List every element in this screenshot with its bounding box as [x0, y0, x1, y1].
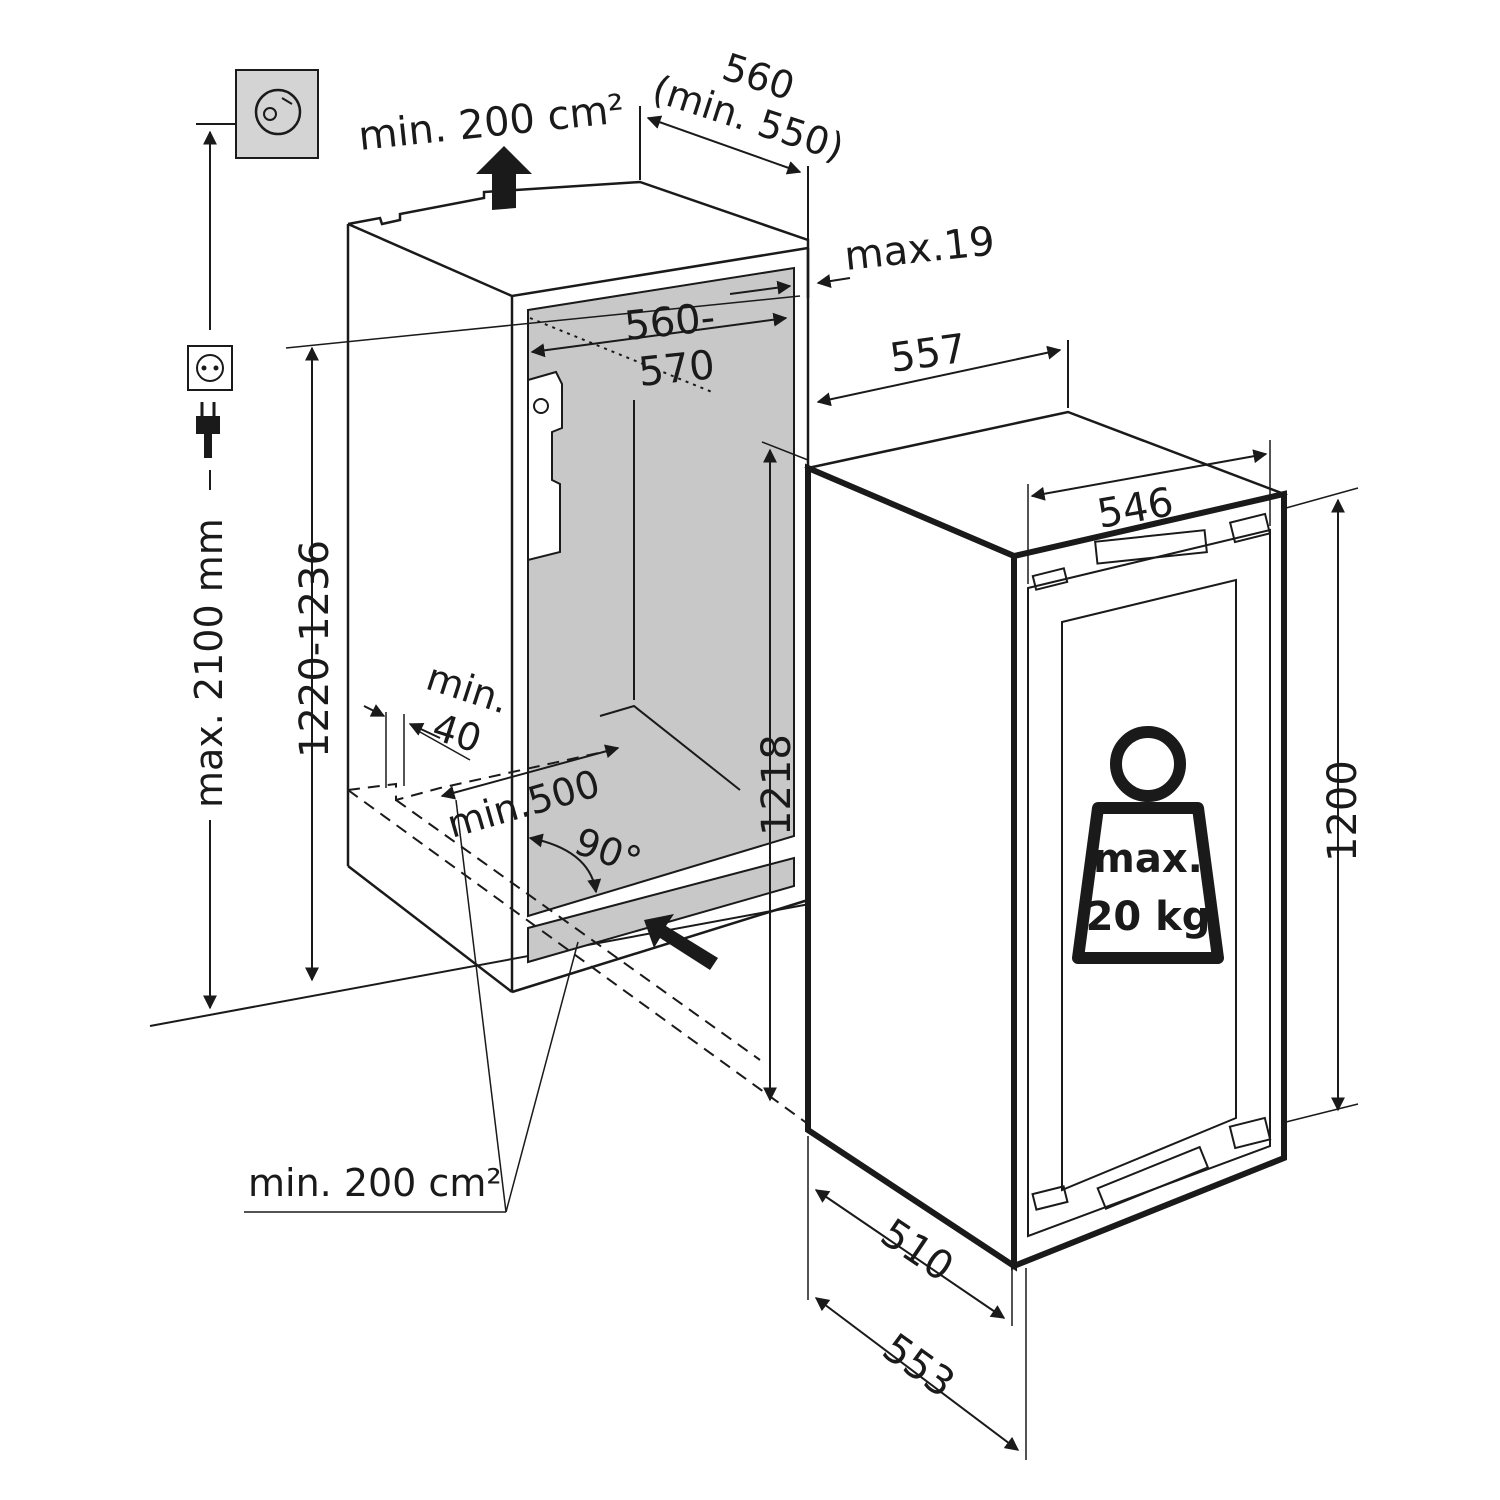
floor-line: [149, 902, 816, 1027]
niche-depth-dimension: 560 (min. 550): [639, 45, 849, 240]
appliance-depth-dimension: 557: [816, 326, 1069, 408]
wall-socket-icon: [235, 69, 319, 159]
power-socket-icon: [187, 345, 233, 391]
power-plug-icon: [196, 402, 220, 458]
min-40-dimension: min. 40: [363, 655, 514, 788]
depth-553-label: 553: [874, 1325, 963, 1407]
niche-width-label-a: 560-: [622, 295, 717, 350]
airflow-up-arrow-icon: [476, 146, 532, 210]
height-1218-label: 1218: [754, 734, 800, 836]
airflow-in-arrow-icon: [644, 914, 718, 970]
vent-top-label: min. 200 cm²: [356, 86, 626, 160]
weight-label-a: max.: [1093, 836, 1203, 882]
niche-height-dimension: 1220-1236: [292, 346, 338, 982]
max-gap-label: max.19: [842, 218, 997, 280]
niche-width-label-b: 570: [636, 342, 717, 396]
niche-height-label: 1220-1236: [292, 540, 338, 758]
appliance-depth-label: 557: [887, 326, 969, 382]
hinge-bracket: [527, 370, 563, 562]
weight-icon: max. 20 kg: [1072, 726, 1224, 964]
bottom-vent-slot: [527, 856, 795, 964]
height-1218-dimension: 1218: [754, 441, 809, 1102]
niche-width-dimension: 560- 570: [285, 295, 801, 396]
depth-553-dimension: 553: [814, 1268, 1027, 1460]
vent-bottom-leaders: [244, 799, 579, 1213]
appliance-body: [803, 410, 1289, 1272]
max-gap-dimension: max.19: [729, 218, 997, 300]
height-1200-dimension: 1200: [1285, 487, 1366, 1123]
max-height-dimension: max. 2100 mm: [187, 123, 236, 1010]
vent-bottom-label: min. 200 cm²: [248, 1161, 502, 1205]
max-height-label: max. 2100 mm: [187, 518, 231, 808]
min-40-label-a: min.: [421, 655, 514, 723]
height-1200-label: 1200: [1320, 760, 1366, 862]
weight-label-b: 20 kg: [1086, 894, 1211, 940]
